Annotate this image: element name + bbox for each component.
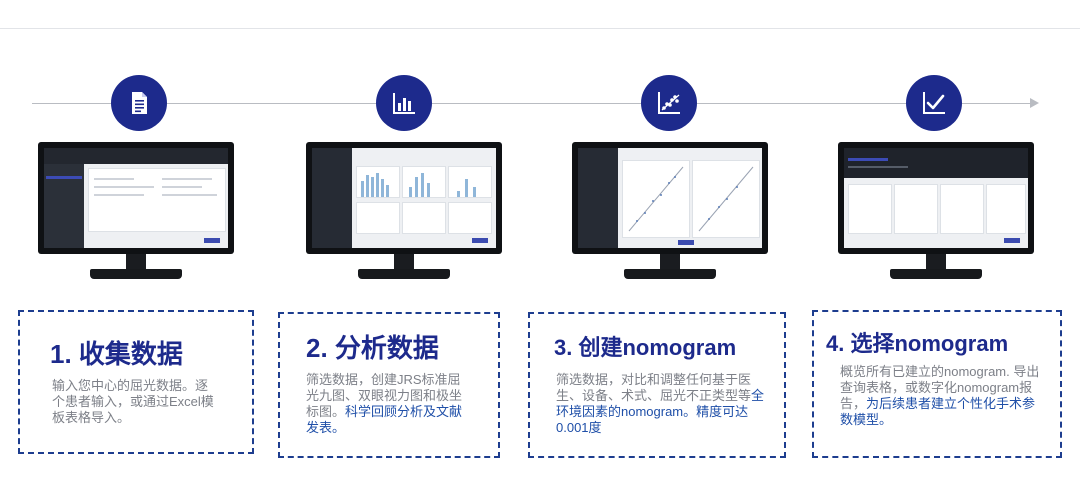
screen-nomogram-select [844, 148, 1028, 248]
step-description: 筛选数据，对比和调整任何基于医生、设备、术式、屈光不正类型等全环境因素的nomo… [556, 372, 768, 436]
monitor-base [890, 269, 982, 279]
step-card-4: 4. 选择nomogram 概览所有已建立的nomogram. 导出查询表格，或… [812, 310, 1062, 458]
monitor-2 [306, 142, 502, 286]
monitor-neck [660, 254, 680, 270]
step-1-circle [111, 75, 167, 131]
bar-chart-icon [393, 93, 415, 114]
monitor-base [358, 269, 450, 279]
monitor-base [90, 269, 182, 279]
step-highlight: 科学回顾分析及文献发表。 [306, 404, 463, 435]
timeline-arrow-icon [1030, 98, 1039, 108]
monitor-bezel [306, 142, 502, 254]
monitor-neck [394, 254, 414, 270]
scatter-preview [698, 166, 754, 232]
step-description: 输入您中心的屈光数据。逐个患者输入，或通过Excel模板表格导入。 [52, 378, 220, 426]
scatter-preview [628, 166, 684, 232]
step-card-2: 2. 分析数据 筛选数据，创建JRS标准屈光九图、双眼视力图和极坐标图。科学回顾… [278, 312, 500, 458]
screen-data-entry [44, 148, 228, 248]
monitor-4 [838, 142, 1034, 286]
timeline-line [32, 103, 1035, 104]
step-title: 3. 创建nomogram [554, 335, 737, 360]
screen-nomogram-create [578, 148, 762, 248]
monitor-neck [926, 254, 946, 270]
monitor-base [624, 269, 716, 279]
step-text: 概览所有已建立的nomogram. 导出查询表格，或数字化nomogram报告， [840, 364, 1040, 411]
screen-analysis [312, 148, 496, 248]
step-card-1: 1. 收集数据 输入您中心的屈光数据。逐个患者输入，或通过Excel模板表格导入… [18, 310, 254, 454]
step-text: 筛选数据，对比和调整任何基于医生、设备、术式、屈光不正类型等 [556, 372, 752, 403]
step-4-circle [906, 75, 962, 131]
top-divider [0, 28, 1080, 29]
step-title: 1. 收集数据 [50, 339, 183, 369]
step-2-circle [376, 75, 432, 131]
monitor-bezel [838, 142, 1034, 254]
step-description: 概览所有已建立的nomogram. 导出查询表格，或数字化nomogram报告，… [840, 364, 1040, 428]
monitor-bezel [38, 142, 234, 254]
step-text: 输入您中心的屈光数据。逐个患者输入，或通过Excel模板表格导入。 [52, 378, 214, 425]
step-highlight: 为后续患者建立个性化手术参数模型。 [840, 396, 1036, 427]
step-3-circle [641, 75, 697, 131]
step-description: 筛选数据，创建JRS标准屈光九图、双眼视力图和极坐标图。科学回顾分析及文献发表。 [306, 372, 470, 436]
monitor-1 [38, 142, 234, 286]
step-title: 2. 分析数据 [306, 333, 439, 363]
monitor-neck [126, 254, 146, 270]
document-icon [132, 92, 147, 114]
step-title: 4. 选择nomogram [826, 331, 1009, 356]
monitor-3 [572, 142, 768, 286]
checkmark-chart-icon [923, 92, 945, 114]
step-highlight: 全环境因素的nomogram。精度可达0.001度 [556, 388, 765, 435]
scatter-plot-icon [658, 92, 680, 114]
step-card-3: 3. 创建nomogram 筛选数据，对比和调整任何基于医生、设备、术式、屈光不… [528, 312, 786, 458]
step-text: 筛选数据，创建JRS标准屈光九图、双眼视力图和极坐标图。 [306, 372, 463, 419]
monitor-bezel [572, 142, 768, 254]
